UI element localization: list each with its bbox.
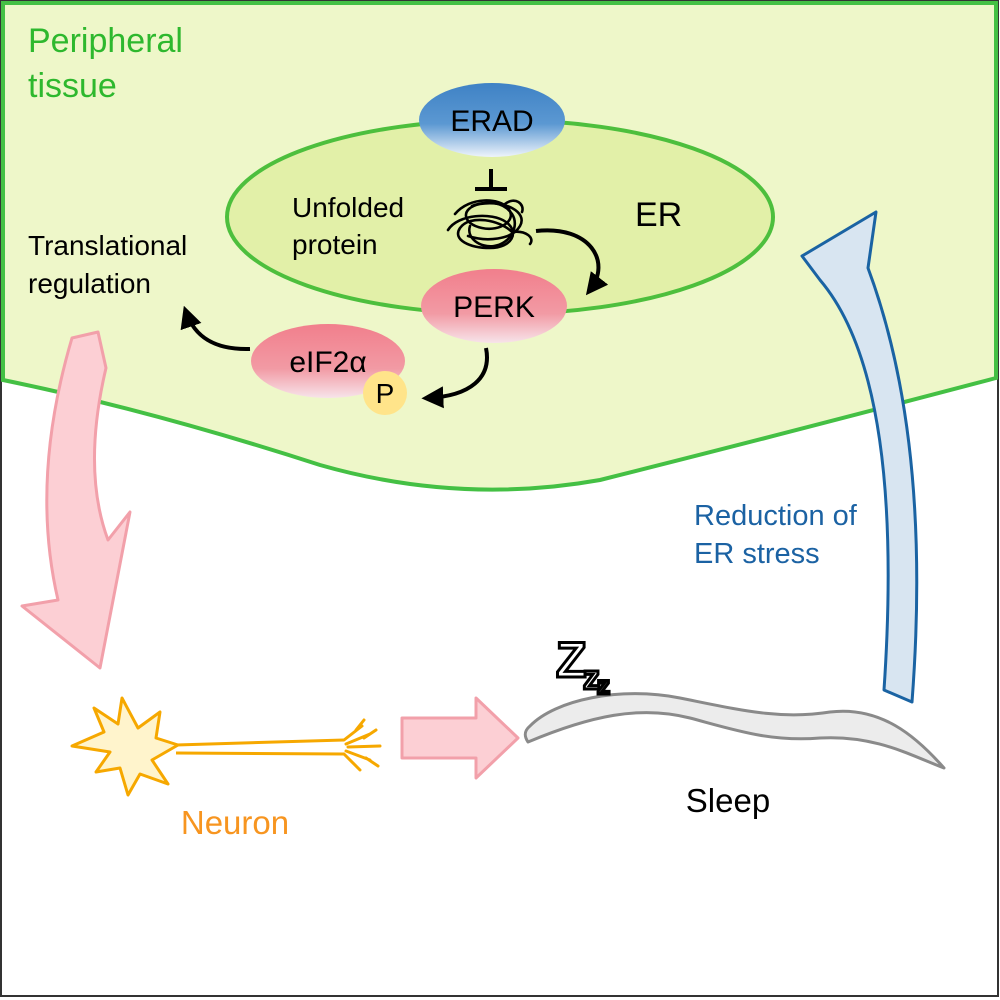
erad-label: ERAD (450, 105, 533, 138)
zzz-letter-1: Z (556, 632, 587, 688)
unfolded-protein-label-line1: Unfolded (292, 192, 404, 223)
unfolded-protein-label-line2: protein (292, 229, 378, 260)
er-label: ER (635, 196, 682, 234)
perk-to-phospho-arrow (421, 347, 489, 409)
neuron-to-sleep-arrow (400, 696, 520, 780)
unfolded-protein-tangle-icon (446, 199, 533, 250)
zzz-letter-2: z (583, 659, 600, 697)
region-label-line1: Peripheral (28, 22, 183, 60)
eif2a-to-translation-arrow (180, 305, 251, 352)
region-label-line2: tissue (28, 67, 117, 105)
reduction-label-line2: ER stress (694, 538, 820, 570)
neuron-label: Neuron (181, 804, 289, 841)
neuron-icon (70, 696, 382, 797)
sleep-label: Sleep (686, 782, 770, 819)
eif2a-label: eIF2α (289, 346, 366, 379)
perk-label: PERK (453, 291, 535, 324)
unfolded-to-perk-arrow (535, 228, 609, 296)
erad-inhibition-symbol (475, 169, 507, 191)
phospho-label: P (376, 378, 395, 409)
erad-complex (419, 83, 565, 157)
translational-regulation-label-line2: regulation (28, 268, 151, 299)
sleep-zzz-icon: Z z z (555, 631, 612, 702)
tissue-to-neuron-arrow (20, 330, 132, 670)
perk-protein (421, 269, 567, 343)
er-stress-reduction-arrow (800, 210, 919, 704)
eif2a-protein (251, 324, 405, 398)
translational-regulation-label-line1: Translational (28, 230, 187, 261)
phospho-group-icon (363, 371, 407, 415)
zzz-letter-3: z (597, 670, 610, 700)
worm-icon (523, 692, 946, 770)
reduction-label-line1: Reduction of (694, 500, 858, 532)
